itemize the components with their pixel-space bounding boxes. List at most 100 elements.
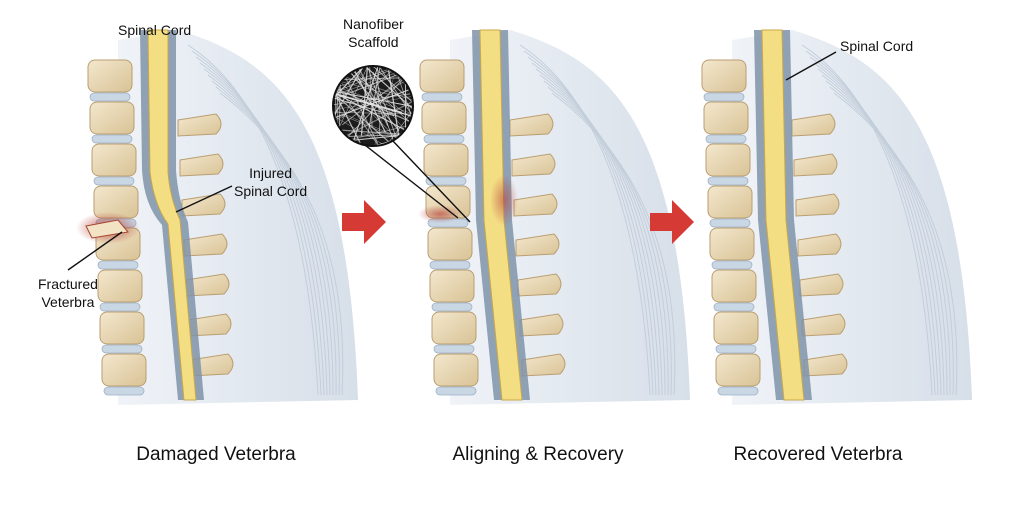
label-injured-line1: Injured — [249, 165, 292, 181]
spinous-process — [187, 313, 232, 337]
vertebral-body — [421, 101, 467, 135]
spinous-process — [797, 233, 842, 257]
label-scaffold-line1: Nanofiber — [343, 16, 404, 32]
spinous-process — [513, 193, 558, 217]
intervertebral-disc — [93, 176, 135, 186]
scaffold-fiber — [372, 71, 413, 146]
muscle-fiber — [219, 92, 344, 396]
spinous-process — [801, 313, 846, 337]
vertebral-body — [91, 143, 137, 177]
intervertebral-disc — [89, 92, 131, 102]
fractured-fragment — [85, 219, 129, 239]
scaffold-fiber — [333, 81, 395, 117]
scaffold-fiber — [333, 66, 387, 133]
scaffold-fiber — [333, 66, 379, 144]
label-fractured-line1: Fractured — [38, 276, 98, 292]
intervertebral-disc — [717, 386, 759, 396]
scaffold-fiber — [341, 66, 413, 126]
intervertebral-disc — [103, 386, 145, 396]
vertebral-body — [101, 353, 147, 387]
vertebral-body — [433, 353, 479, 387]
scaffold-fiber — [335, 110, 413, 146]
scaffold-fiber — [333, 90, 413, 115]
spine-panel-recovered — [701, 29, 972, 405]
scaffold-fiber — [333, 66, 386, 132]
intervertebral-disc — [429, 260, 471, 270]
muscle-fiber — [215, 86, 340, 396]
muscle-fiber — [821, 74, 948, 396]
muscle-fiber — [833, 92, 958, 396]
spinous-process — [177, 113, 222, 137]
label-fractured-line2: Veterbra — [41, 294, 95, 310]
muscle-fiber — [829, 86, 954, 396]
vertebral-body — [89, 101, 135, 135]
spine-panel-damaged — [76, 29, 358, 405]
muscle-fiber — [805, 50, 936, 396]
intervertebral-disc — [99, 302, 141, 312]
vertebral-body — [703, 101, 749, 135]
muscle-fiber — [519, 44, 651, 396]
spinous-process — [791, 113, 836, 137]
scaffold-fiber — [333, 76, 413, 81]
vertebral-body — [711, 269, 757, 303]
leader-spinal-cord-recovered — [785, 51, 837, 81]
scaffold-fiber — [348, 66, 413, 121]
intervertebral-disc — [431, 302, 473, 312]
muscle-fiber — [203, 68, 331, 396]
muscle-fiber — [543, 80, 669, 396]
muscle-fiber — [539, 74, 666, 396]
muscle-fiber — [191, 50, 322, 396]
vertebral-body — [709, 227, 755, 261]
intervertebral-disc — [713, 302, 755, 312]
vertebral-body — [419, 59, 465, 93]
vertebral-body — [713, 311, 759, 345]
spinous-process — [795, 193, 840, 217]
vertebral-body — [429, 269, 475, 303]
muscle-fiber — [547, 86, 672, 396]
label-scaffold-line2: Scaffold — [348, 34, 399, 50]
muscle-fiber — [535, 68, 663, 396]
scaffold-lens-ring — [332, 65, 414, 147]
spinal-cord — [761, 29, 805, 401]
spinal-cord — [147, 29, 197, 401]
spinous-process — [509, 113, 554, 137]
healing-area — [490, 174, 518, 226]
scaffold-fiber — [333, 83, 413, 118]
spinous-process — [181, 193, 226, 217]
leader-injured-cord — [175, 185, 233, 213]
progress-arrow-2 — [650, 200, 694, 244]
intervertebral-disc — [101, 344, 143, 354]
intervertebral-disc — [91, 134, 133, 144]
scaffold-site — [418, 205, 462, 223]
muscle-fiber — [809, 56, 939, 396]
muscle-fiber — [801, 44, 933, 396]
scaffold-fiber — [333, 66, 387, 146]
scaffold-fiber — [360, 66, 373, 136]
label-injured-line2: Spinal Cord — [234, 183, 308, 199]
muscle-fiber — [527, 56, 657, 396]
vertebral-body — [707, 185, 753, 219]
scaffold-fiber — [336, 93, 413, 146]
leader-scaffold-top — [355, 137, 459, 219]
vertebral-body — [87, 59, 133, 93]
muscle-fiber — [199, 62, 328, 396]
scaffold-fiber — [338, 88, 413, 110]
intervertebral-disc — [421, 92, 463, 102]
spinous-process — [519, 313, 564, 337]
caption-damaged-vertebra: Damaged Veterbra — [136, 444, 296, 465]
intervertebral-disc — [703, 92, 745, 102]
leader-scaffold-bottom — [391, 139, 471, 223]
muscle-fiber — [187, 44, 319, 396]
spinous-process — [179, 153, 224, 177]
muscle-fiber — [531, 62, 660, 396]
vertebral-body — [431, 311, 477, 345]
muscle-fiber — [817, 68, 945, 396]
muscle-fiber — [211, 80, 337, 396]
progress-arrow-1 — [342, 200, 386, 244]
intervertebral-disc — [97, 260, 139, 270]
intervertebral-disc — [707, 176, 749, 186]
spinous-process — [803, 353, 848, 377]
spinous-process — [521, 353, 566, 377]
